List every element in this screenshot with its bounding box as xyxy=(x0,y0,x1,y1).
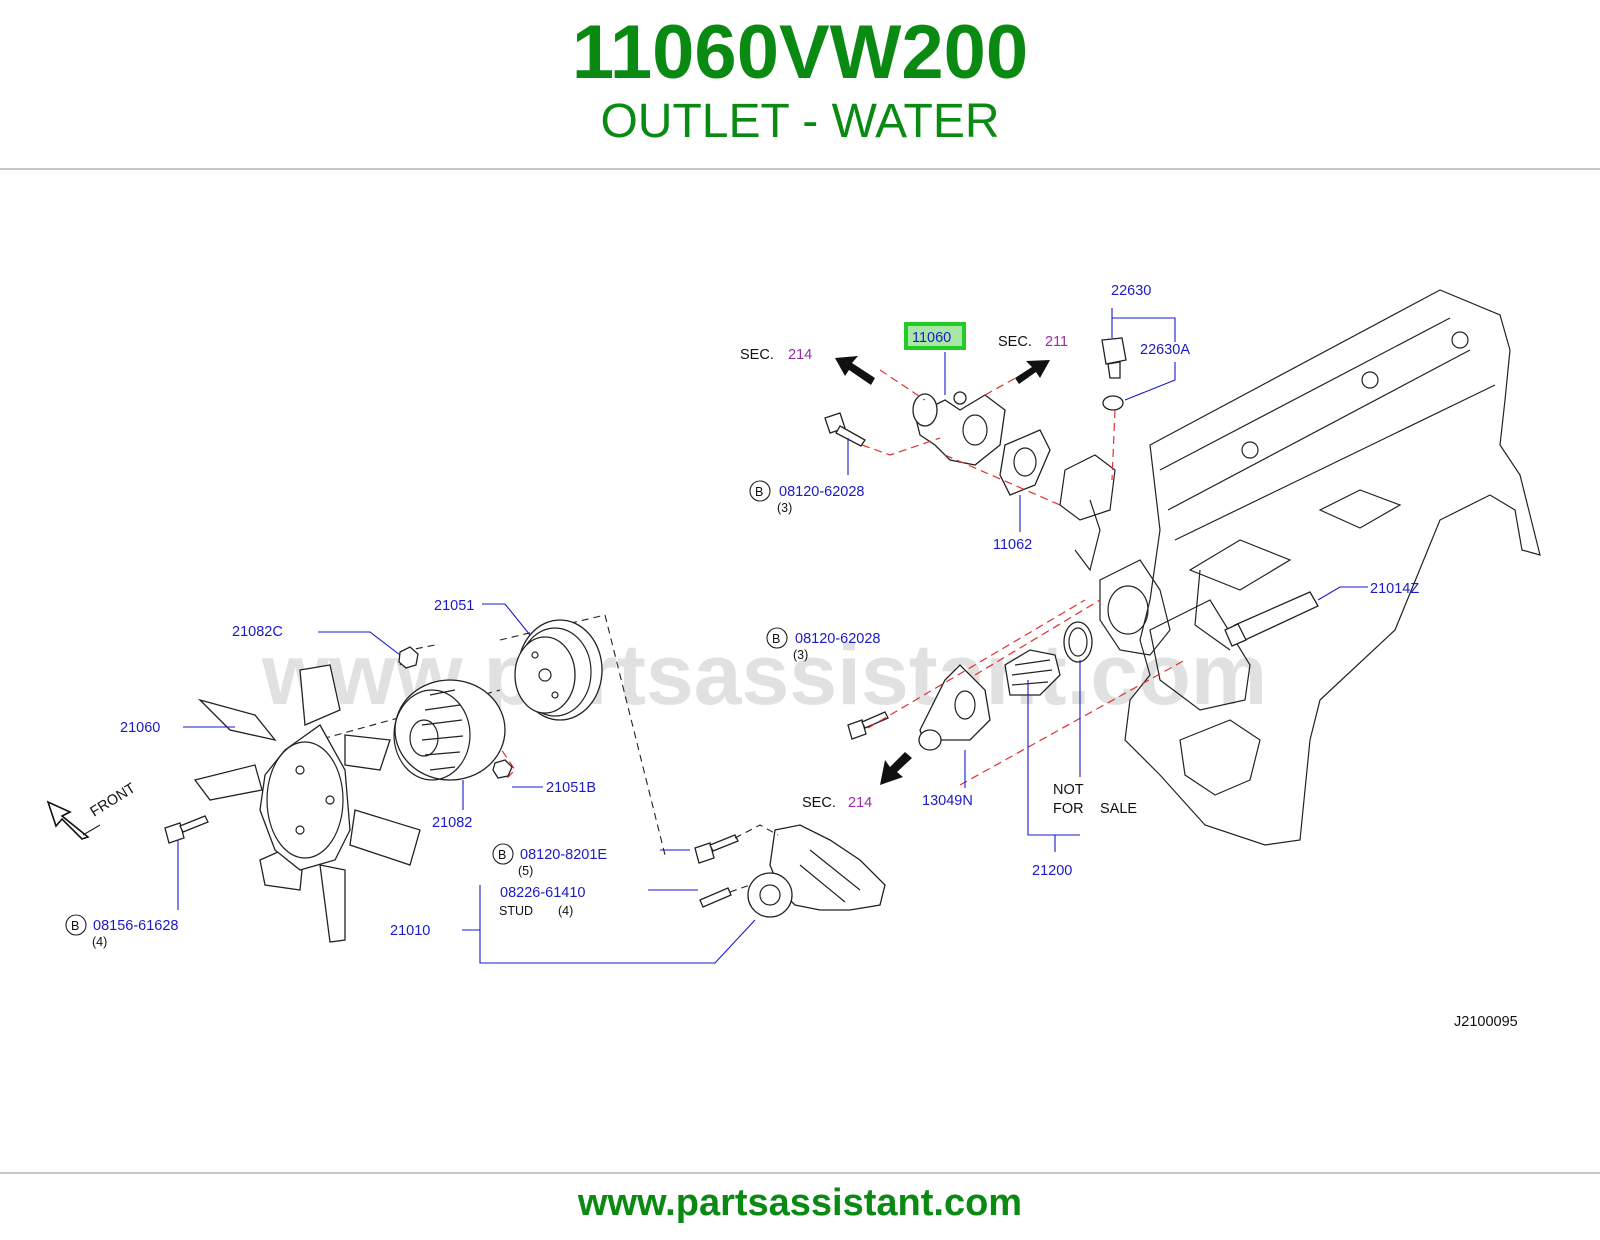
b-marker-top xyxy=(749,480,771,502)
water-outlet-11060-drawing xyxy=(912,391,1006,466)
leader-21010 xyxy=(479,885,756,964)
sec-word-211: SEC. xyxy=(998,334,1032,350)
engine-block-drawing xyxy=(1059,289,1541,846)
leader-22630 xyxy=(1111,308,1176,342)
front-arrow-icon xyxy=(46,800,101,840)
red-dash-bolt-mid xyxy=(867,599,1086,729)
b-marker-mid-text: B xyxy=(772,632,780,646)
leader-21014z xyxy=(1317,586,1368,601)
b-marker-fan xyxy=(65,914,87,936)
dash-stud xyxy=(729,884,751,893)
leader-21200 xyxy=(1027,660,1081,852)
qty-bolt-top: (3) xyxy=(777,501,792,515)
label-21082: 21082 xyxy=(432,815,472,831)
b-marker-pump-text: B xyxy=(498,848,506,862)
stud-drawing xyxy=(699,887,732,908)
gasket-11062-drawing xyxy=(999,429,1051,496)
arrow-sec214a-icon xyxy=(835,356,875,385)
for-text: FOR xyxy=(1053,801,1084,817)
header-divider xyxy=(0,168,1600,170)
label-13049n: 13049N xyxy=(922,793,973,809)
leader-22630a xyxy=(1124,362,1176,401)
label-22630a: 22630A xyxy=(1140,342,1190,358)
red-dash-bolt-top xyxy=(861,437,941,456)
leader-21082c xyxy=(318,631,401,656)
label-bolt-fan: 08156-61628 xyxy=(93,918,178,934)
nut-21082c-drawing xyxy=(398,646,419,669)
label-stud: 08226-61410 xyxy=(500,885,585,901)
label-bolt-top: 08120-62028 xyxy=(779,484,864,500)
dash-bolt-pump xyxy=(734,824,779,839)
red-dash-gasket xyxy=(944,454,1061,506)
qty-bolt-mid: (3) xyxy=(793,648,808,662)
sec-word-214a: SEC. xyxy=(740,347,774,363)
stud-text: STUD xyxy=(499,904,533,918)
sec-ref-214a: 214 xyxy=(788,347,812,363)
arrow-sec211-icon xyxy=(1015,360,1050,384)
fan-clutch-21082-drawing xyxy=(393,679,506,781)
qty-bolt-fan: (4) xyxy=(92,935,107,949)
sec-ref-211: 211 xyxy=(1045,334,1068,350)
not-text: NOT xyxy=(1053,782,1084,798)
label-bolt-pump: 08120-8201E xyxy=(520,847,607,863)
highlight-inner-11060 xyxy=(908,326,962,346)
b-marker-top-text: B xyxy=(755,485,763,499)
b-marker-fan-text: B xyxy=(71,919,79,933)
label-21010: 21010 xyxy=(390,923,430,939)
label-21051: 21051 xyxy=(434,598,474,614)
label-11062: 11062 xyxy=(993,537,1032,553)
thermostat-housing-13049n-drawing xyxy=(918,664,991,751)
bolt-mid-drawing xyxy=(847,711,889,740)
sec-word-214b: SEC. xyxy=(802,795,836,811)
part-name-subtitle: OUTLET - WATER xyxy=(600,95,1000,148)
red-dash-pump xyxy=(959,659,1186,786)
red-dash-21051b xyxy=(494,739,516,781)
front-label: FRONT xyxy=(88,780,139,820)
red-dash-thermostat xyxy=(974,599,1101,676)
thermostat-21200-drawing xyxy=(1004,649,1061,696)
bolt-fan-drawing xyxy=(164,815,209,844)
label-bolt-mid: 08120-62028 xyxy=(795,631,880,647)
parts-diagram: www.partsassistant.com 21014Z xyxy=(46,283,1541,1030)
bolt-pump-drawing xyxy=(694,834,739,864)
label-22630: 22630 xyxy=(1111,283,1151,299)
o-ring-22630a-drawing xyxy=(1102,395,1124,411)
sec-ref-214b: 214 xyxy=(848,795,872,811)
red-dash-sec214a xyxy=(879,369,926,401)
qty-stud: (4) xyxy=(558,904,573,918)
diagram-id: J2100095 xyxy=(1454,1014,1518,1030)
b-marker-pump xyxy=(492,843,514,865)
b-marker-mid xyxy=(766,627,788,649)
red-dash-sensor xyxy=(1111,409,1116,481)
pulley-21051-drawing xyxy=(514,619,603,721)
bolt-top-drawing xyxy=(824,412,866,447)
sensor-21014z-drawing xyxy=(1224,591,1319,647)
label-21082c: 21082C xyxy=(232,624,283,640)
fan-21060-drawing xyxy=(193,664,421,943)
nut-21051b-drawing xyxy=(492,759,513,779)
footer-divider xyxy=(0,1172,1600,1174)
water-pump-21010-drawing xyxy=(747,824,886,918)
label-21200: 21200 xyxy=(1032,863,1072,879)
label-11060: 11060 xyxy=(912,330,951,346)
label-21060: 21060 xyxy=(120,720,160,736)
part-number-title: 11060VW200 xyxy=(571,10,1029,95)
label-21014z: 21014Z xyxy=(1370,581,1419,597)
footer-url[interactable]: www.partsassistant.com xyxy=(577,1182,1023,1224)
sensor-22630-drawing xyxy=(1101,337,1127,379)
leader-21051 xyxy=(482,603,531,636)
sale-text: SALE xyxy=(1100,801,1137,817)
label-21051b: 21051B xyxy=(546,780,596,796)
arrow-sec214b-icon xyxy=(880,752,912,785)
qty-bolt-pump: (5) xyxy=(518,864,533,878)
